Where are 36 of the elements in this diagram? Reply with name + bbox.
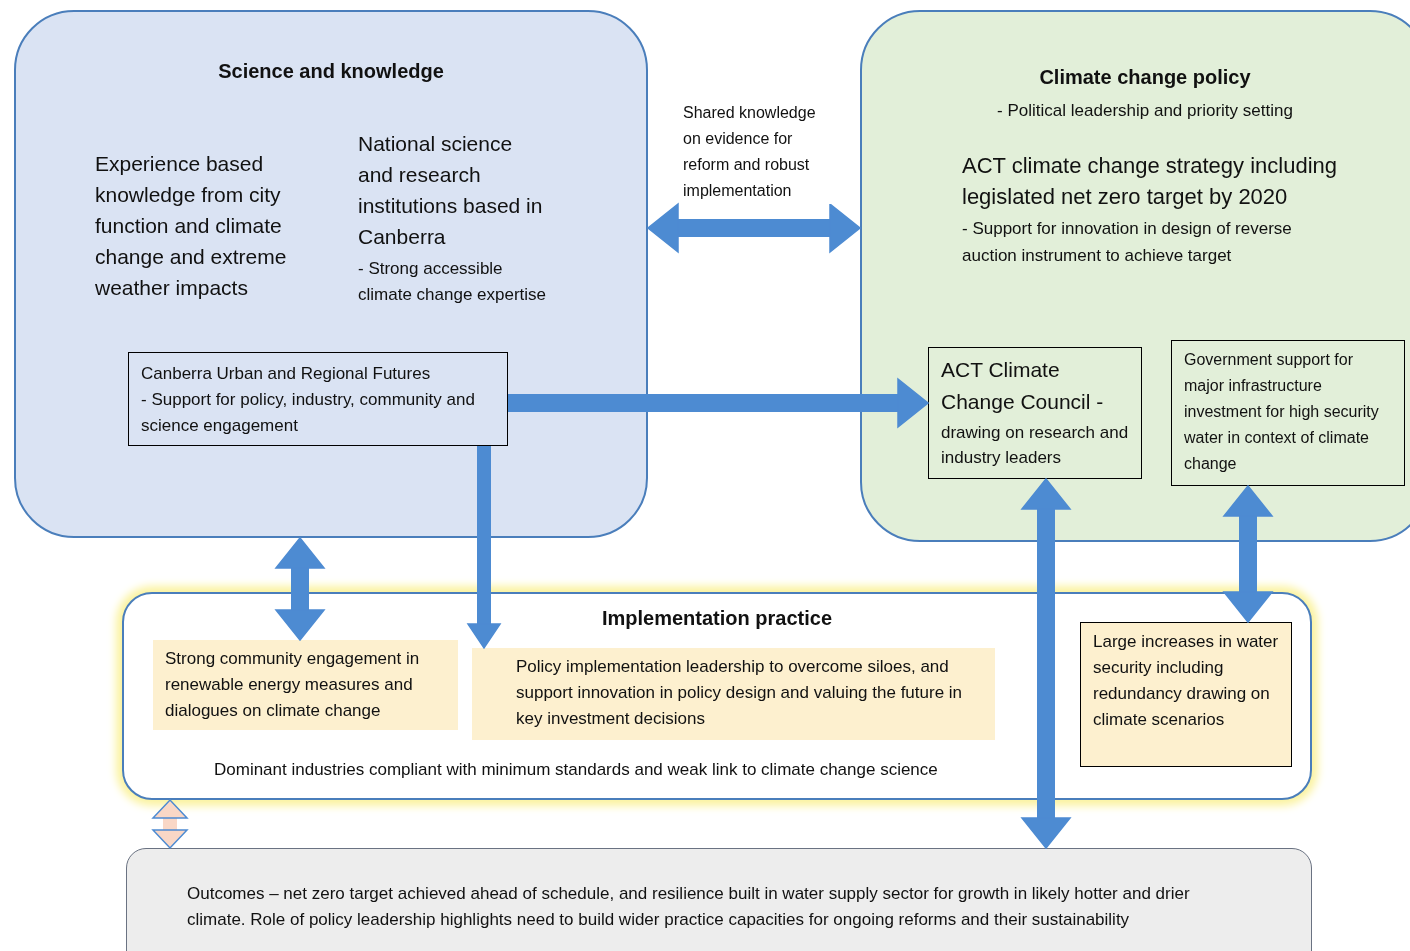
- body-text: ACT Climate Change Council -: [941, 357, 1105, 415]
- body-text: Canberra Urban and Regional Futures: [141, 363, 432, 385]
- double-arrow: [275, 537, 325, 641]
- arrow: [467, 446, 501, 649]
- body-text: Experience based knowledge from city function and climate change and extreme weather impacts: [95, 151, 288, 301]
- shaded-box: [1080, 622, 1292, 767]
- double-arrow: [647, 203, 861, 253]
- panel-title: Climate change policy: [1039, 65, 1251, 90]
- double-arrow: [1223, 485, 1273, 623]
- body-text: - Strong accessible climate change expertise: [358, 258, 548, 306]
- rounded-panel: [860, 10, 1410, 542]
- panel-title: Science and knowledge: [218, 59, 444, 84]
- body-text: - Support for innovation in design of reverse auction instrument to achieve target: [962, 218, 1293, 267]
- arrow: [508, 378, 929, 428]
- outlined-box: [128, 352, 508, 446]
- outcome-box: [126, 848, 1312, 951]
- outlined-box: [928, 347, 1142, 479]
- rounded-panel: [122, 592, 1312, 800]
- body-text: Dominant industries compliant with minimum standards and weak link to climate change science: [214, 758, 939, 781]
- body-text: Large increases in water security including redundancy drawing on climate scenarios: [1093, 631, 1279, 731]
- body-text: Outcomes – net zero target achieved ahead of schedule, and resilience built in water supply sector for growth in likely hotter and drier climate. Role of policy leadership highlights need to build wider practice capacities for ongoing reforms and their sustainability: [187, 883, 1191, 931]
- body-text: Strong community engagement in renewable energy measures and dialogues on climate change: [165, 648, 421, 722]
- body-text: - Political leadership and priority setting: [997, 100, 1293, 122]
- body-text: Government support for major infrastructure investment for high security water in context of climate change: [1184, 350, 1380, 474]
- double-arrow: [1021, 478, 1071, 849]
- body-text: ACT climate change strategy including legislated net zero target by 2020: [962, 152, 1338, 211]
- body-text: - Support for policy, industry, community and science engagement: [141, 389, 476, 437]
- shaded-box: [153, 640, 458, 730]
- rounded-panel: [14, 10, 648, 538]
- double-arrow: [152, 799, 188, 849]
- body-text: Policy implementation leadership to overcome siloes, and support innovation in policy design and valuing the future in key investment decisions: [516, 656, 964, 730]
- body-text: drawing on research and industry leaders: [941, 422, 1129, 469]
- shaded-box: [472, 648, 995, 740]
- panel-title: Implementation practice: [601, 606, 833, 631]
- outlined-box: [1171, 340, 1405, 486]
- body-text: National science and research institutions based in Canberra: [358, 131, 544, 250]
